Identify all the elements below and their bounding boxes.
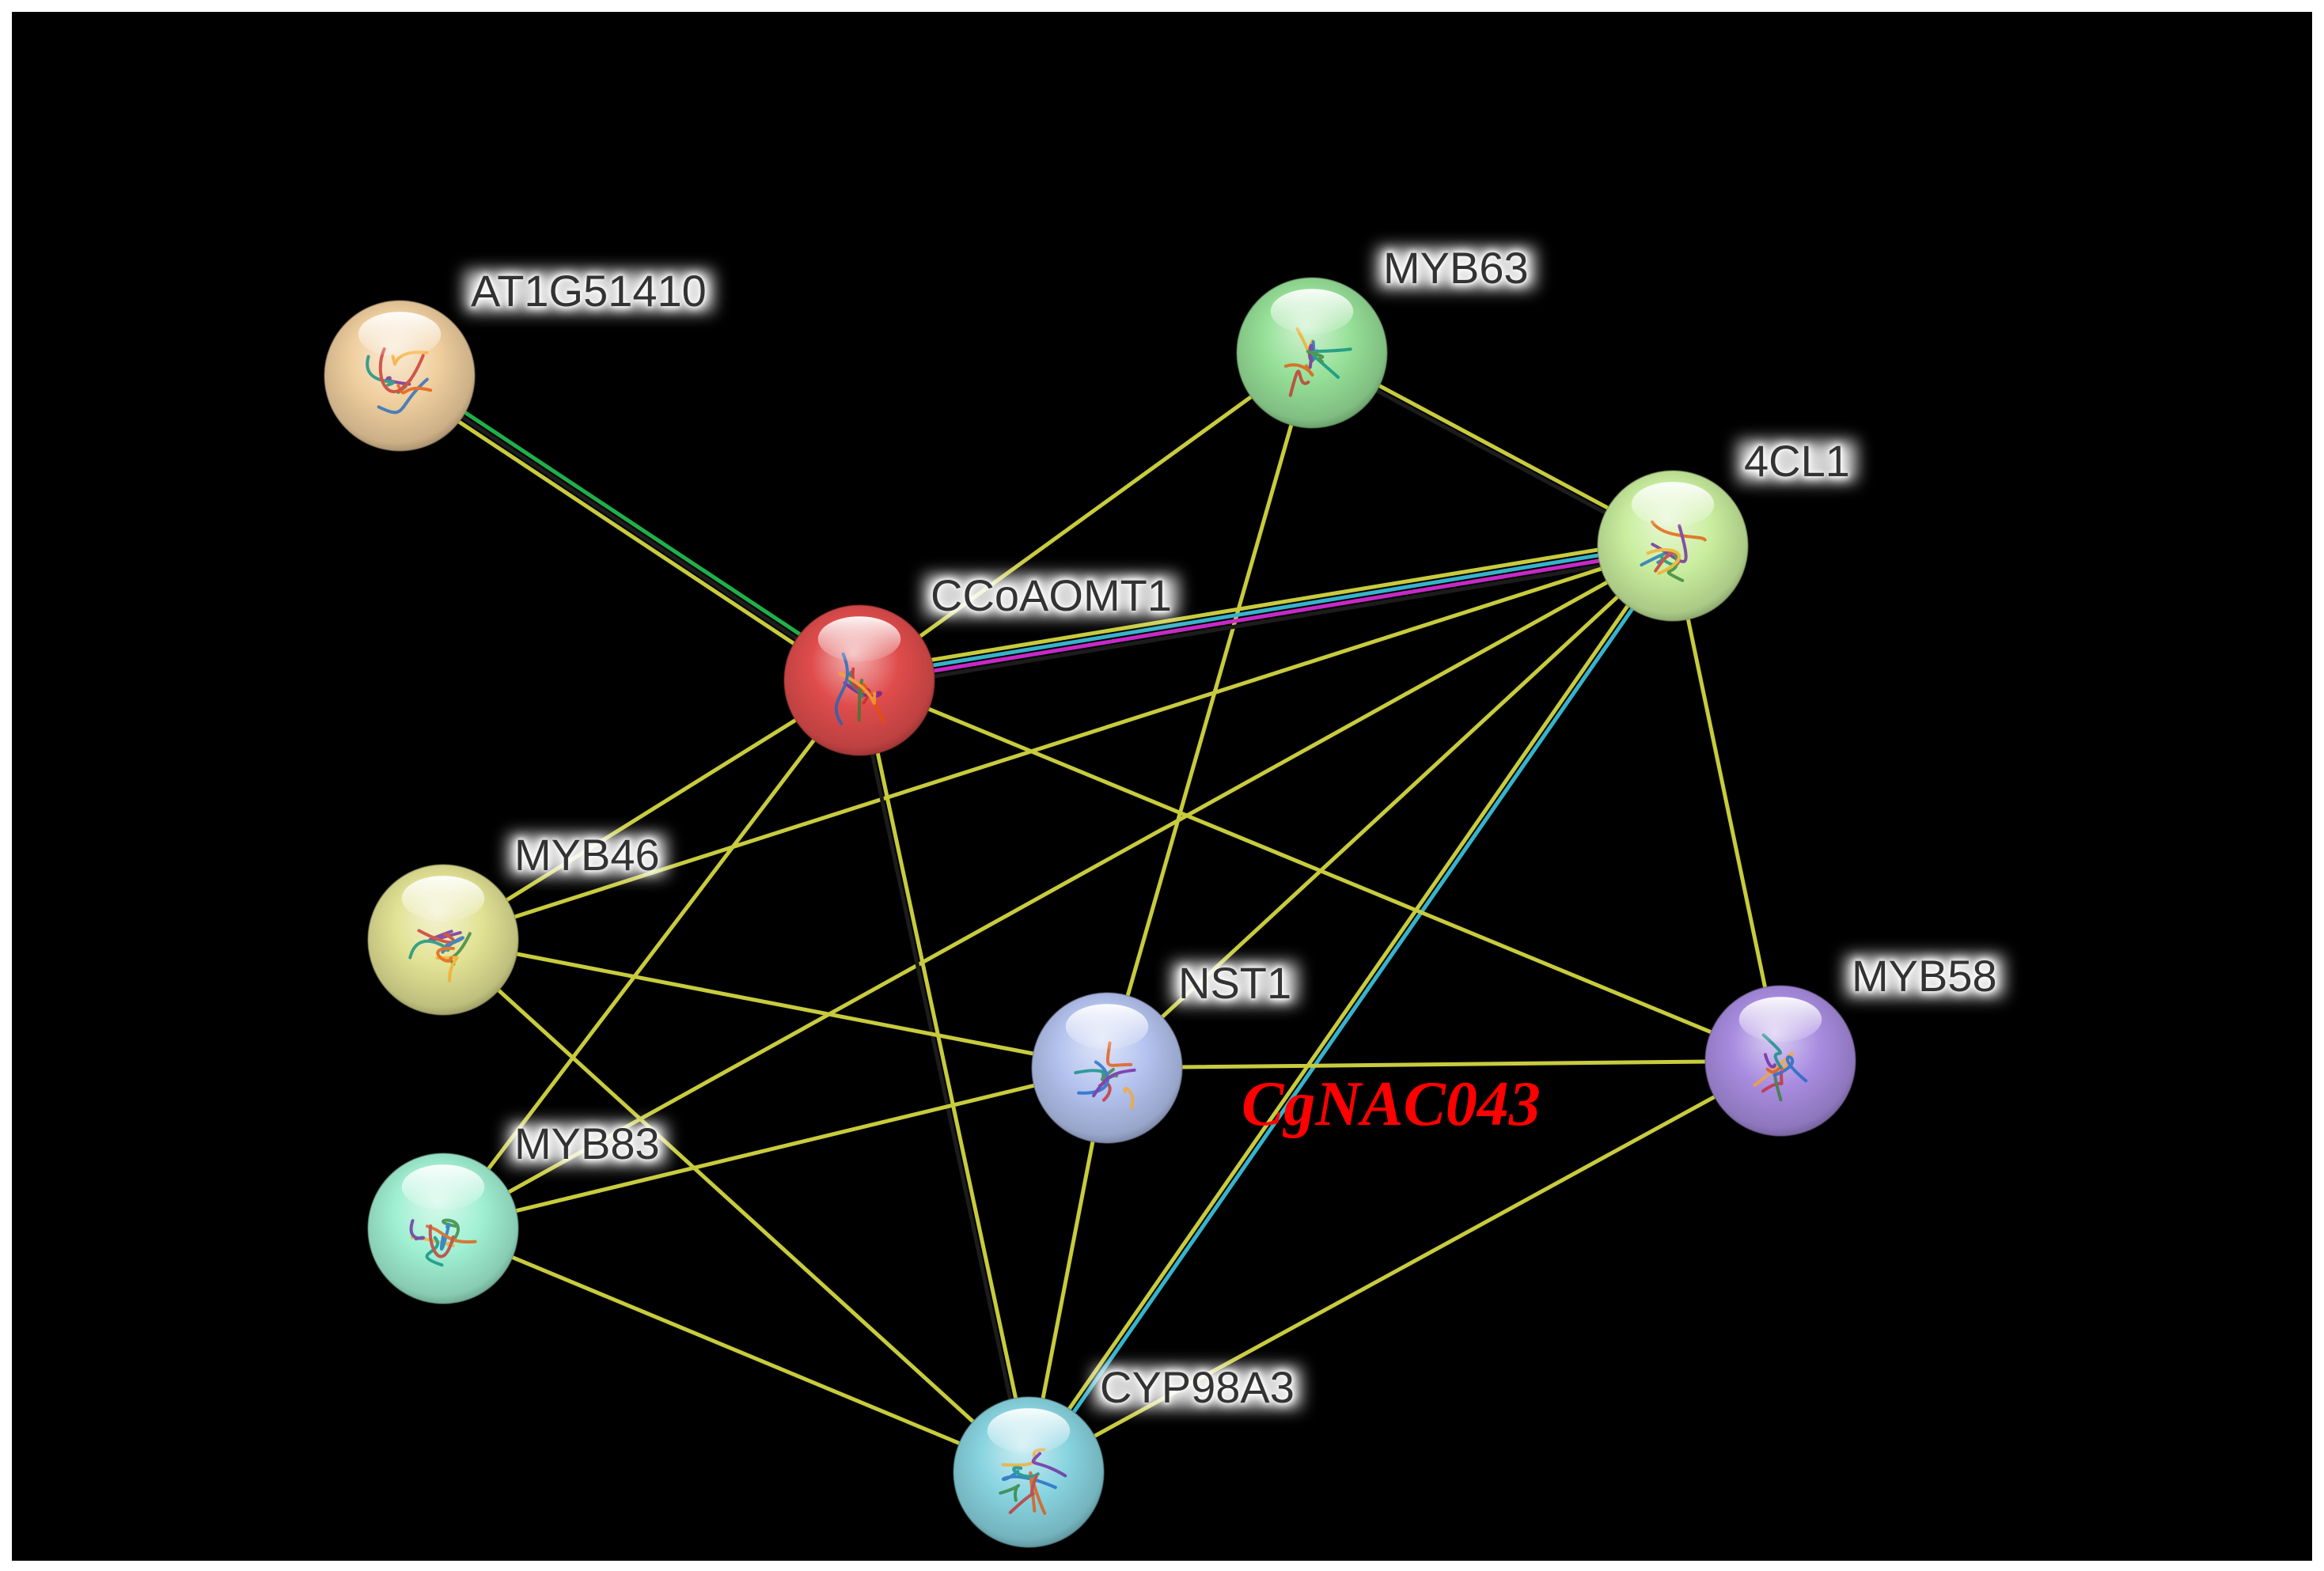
sphere-highlight <box>401 1164 485 1210</box>
interaction-edge[interactable] <box>441 678 862 942</box>
interaction-edge[interactable] <box>1670 543 1783 1063</box>
edge-line <box>858 546 1676 685</box>
node-label-myb63: MYB63 <box>1383 243 1529 293</box>
edge-line <box>397 373 862 683</box>
protein-node[interactable] <box>783 604 935 756</box>
protein-structure-icon <box>1640 520 1707 582</box>
edge-line <box>857 678 1783 1063</box>
interaction-edge[interactable] <box>857 678 1783 1063</box>
protein-node[interactable] <box>1704 985 1856 1137</box>
protein-structure-icon <box>1283 327 1352 397</box>
edge-line <box>441 543 1675 1231</box>
gene-annotation: CgNAC043 <box>1242 1069 1541 1139</box>
nodes <box>324 277 1856 1548</box>
edge-line <box>400 369 865 678</box>
edge-line <box>856 541 1674 680</box>
protein-node[interactable] <box>953 1396 1105 1548</box>
node-label-at1g51410: AT1G51410 <box>471 266 707 316</box>
node-label-nst1: NST1 <box>1178 958 1292 1008</box>
protein-structure-icon <box>1753 1033 1808 1102</box>
edge-line <box>855 679 1029 1475</box>
node-label-cyp98a3: CYP98A3 <box>1100 1362 1295 1412</box>
edge-line <box>441 1226 1031 1474</box>
protein-structure-icon <box>408 929 472 982</box>
protein-node[interactable] <box>324 300 476 452</box>
node-label-myb58: MYB58 <box>1852 951 1997 1001</box>
sphere-highlight <box>1270 289 1354 335</box>
node-label-myb83: MYB83 <box>514 1119 660 1168</box>
edge-line <box>1024 542 1673 1473</box>
edge-line <box>441 937 1109 1070</box>
edge-line <box>1029 545 1678 1476</box>
edge-line <box>441 678 862 942</box>
protein-structure-icon <box>1074 1041 1136 1110</box>
interaction-edge[interactable] <box>441 937 1031 1474</box>
sphere-highlight <box>1065 1004 1149 1050</box>
node-label-myb46: MYB46 <box>514 830 660 880</box>
interaction-edge[interactable] <box>857 350 1314 683</box>
edge-line <box>859 551 1677 691</box>
interaction-edge[interactable] <box>1105 1058 1783 1070</box>
protein-node[interactable] <box>1031 992 1183 1144</box>
sphere-highlight <box>1738 997 1822 1043</box>
interaction-edge[interactable] <box>394 369 865 687</box>
edge-line <box>441 1066 1109 1231</box>
edge-line <box>859 677 1033 1474</box>
sphere-highlight <box>1631 482 1715 528</box>
protein-node[interactable] <box>1236 277 1388 429</box>
edges <box>394 348 1783 1476</box>
edge-line <box>857 350 1314 683</box>
protein-node[interactable] <box>1597 470 1749 622</box>
protein-structure-icon <box>409 1218 477 1267</box>
sphere-highlight <box>358 312 442 358</box>
network-canvas <box>12 12 2312 1561</box>
node-label-ccoaomt1: CCoAOMT1 <box>931 570 1172 620</box>
interaction-edge[interactable] <box>441 937 1109 1070</box>
sphere-highlight <box>987 1408 1071 1454</box>
sphere-highlight <box>401 876 485 922</box>
edge-line <box>1105 350 1314 1070</box>
edge-line <box>1670 543 1783 1063</box>
sphere-highlight <box>817 616 901 662</box>
protein-node[interactable] <box>367 1153 519 1304</box>
interaction-edge[interactable] <box>441 543 1675 1231</box>
interaction-edge[interactable] <box>441 1066 1109 1231</box>
protein-node[interactable] <box>367 864 519 1016</box>
edge-line <box>394 378 859 687</box>
edge-line <box>1105 1058 1783 1070</box>
edge-line <box>855 536 1674 675</box>
protein-structure-icon <box>366 347 433 415</box>
node-label-4cl1: 4CL1 <box>1744 436 1850 486</box>
interaction-edge[interactable] <box>1105 350 1314 1070</box>
edge-line <box>441 937 1031 1474</box>
interaction-edge[interactable] <box>855 677 1033 1475</box>
interaction-edge[interactable] <box>855 536 1677 691</box>
interaction-edge[interactable] <box>441 1226 1031 1474</box>
protein-structure-icon <box>834 652 885 725</box>
interaction-edge[interactable] <box>1024 542 1678 1476</box>
